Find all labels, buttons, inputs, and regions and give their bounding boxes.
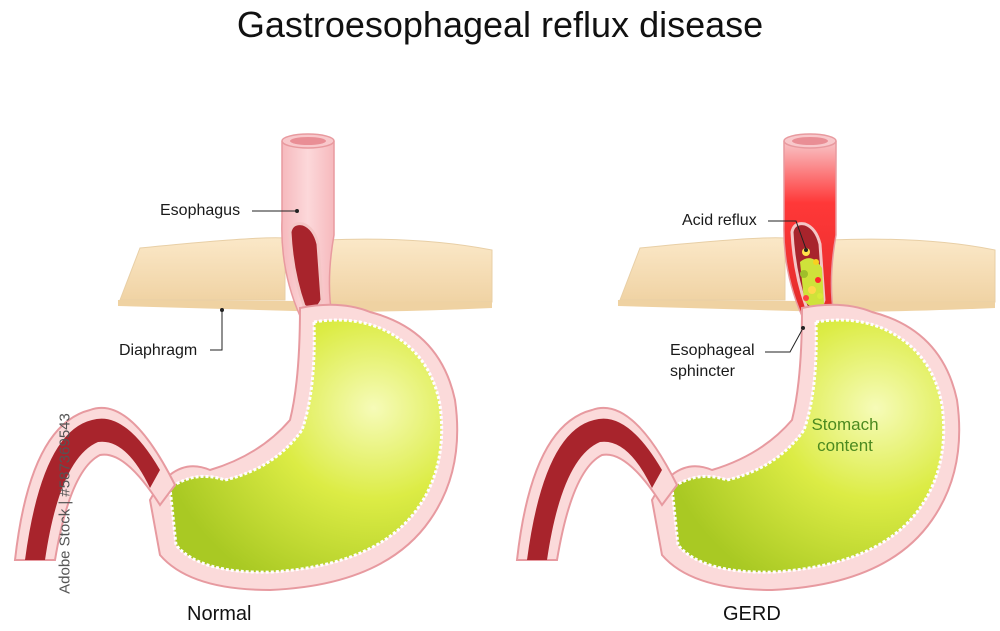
normal-caption: Normal: [187, 603, 252, 625]
acid-reflux-label: Acid reflux: [682, 212, 757, 229]
stomach-content-label-line1: Stomach: [811, 415, 879, 434]
gerd-caption: GERD: [723, 603, 781, 625]
esophagus-label: Esophagus: [160, 202, 241, 219]
diaphragm-shape: [119, 237, 286, 301]
stomach-content: [168, 318, 444, 574]
sphincter-label-line2: sphincter: [670, 363, 735, 380]
diagram-title: Gastroesophageal reflux disease: [236, 4, 764, 45]
stock-watermark: Adobe Stock | #587369543: [56, 413, 74, 594]
sphincter-muscle: [288, 222, 324, 311]
gerd-stomach-content: [670, 318, 946, 574]
stomach-content-label-line2: content: [817, 436, 873, 455]
diaphragm-label: Diaphragm: [119, 342, 198, 359]
sphincter-label-line1: Esophageal: [670, 342, 755, 359]
normal-diagram: [13, 133, 493, 592]
gerd-diagram: [515, 133, 996, 592]
